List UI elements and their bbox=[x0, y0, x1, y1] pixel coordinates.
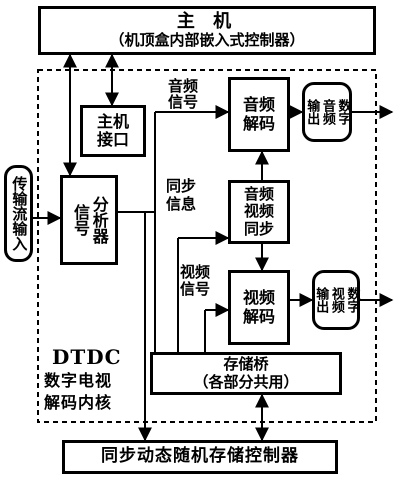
input-box: 传输流输入 bbox=[4, 165, 33, 262]
analyzer-col2: 信号 bbox=[71, 204, 90, 236]
dtdc-boundary bbox=[37, 69, 377, 423]
av-sync-box: 音频 视频 同步 bbox=[228, 180, 290, 244]
video-decode-line2: 解码 bbox=[242, 306, 275, 326]
av-sync-line3: 同步 bbox=[243, 219, 274, 238]
video-signal-line1: 视频 bbox=[180, 263, 211, 281]
digital-video-output-box: 数字 视频 输出 bbox=[312, 270, 360, 330]
audio-decode-line2: 解码 bbox=[242, 113, 275, 133]
digital-audio-output-box: 数字 音频 输出 bbox=[302, 82, 352, 142]
sync-info-line2: 信息 bbox=[166, 195, 197, 213]
storage-bridge-line2: （各部分共用） bbox=[193, 372, 299, 391]
digital-video-col1: 数字 bbox=[344, 287, 360, 313]
analyzer-col1: 分析器 bbox=[89, 196, 109, 244]
sync-info-line1: 同步 bbox=[166, 177, 197, 195]
digital-audio-col2: 音频 bbox=[319, 99, 335, 125]
audio-decode-box: 音频 解码 bbox=[228, 77, 290, 152]
digital-audio-col1: 数字 bbox=[335, 99, 351, 125]
av-sync-line1: 音频 bbox=[243, 185, 274, 204]
video-decode-line1: 视频 bbox=[242, 288, 275, 308]
storage-bridge-line1: 存储桥 bbox=[223, 355, 269, 374]
audio-decode-line1: 音频 bbox=[242, 95, 275, 115]
dtdc-line2: 解码内核 bbox=[44, 393, 113, 412]
input-label: 传输流输入 bbox=[10, 176, 29, 251]
host-box: 主 机 （机顶盒内部嵌入式控制器） bbox=[38, 6, 376, 55]
audio-signal-line1: 音频 bbox=[168, 77, 199, 95]
host-subtitle: （机顶盒内部嵌入式控制器） bbox=[109, 31, 305, 50]
analyzer-box: 分析器 信号 bbox=[60, 175, 118, 265]
host-interface-line2: 接口 bbox=[96, 130, 129, 149]
digital-video-col3: 输出 bbox=[313, 287, 329, 313]
sdram-controller-box: 同步动态随机存储控制器 bbox=[62, 440, 338, 474]
storage-bridge-box: 存储桥 （各部分共用） bbox=[150, 352, 342, 395]
video-decode-box: 视频 解码 bbox=[228, 270, 290, 345]
av-sync-line2: 视频 bbox=[243, 202, 274, 221]
video-signal-line2: 信号 bbox=[180, 280, 211, 298]
dtdc-line1: 数字电视 bbox=[44, 371, 113, 390]
sdram-controller-label: 同步动态随机存储控制器 bbox=[101, 446, 299, 467]
digital-video-col2: 视频 bbox=[328, 287, 344, 313]
host-interface-box: 主机 接口 bbox=[80, 105, 146, 157]
digital-audio-col3: 输出 bbox=[304, 99, 320, 125]
host-title: 主 机 bbox=[176, 10, 238, 32]
host-interface-line1: 主机 bbox=[96, 111, 129, 131]
dtdc-title: DTDC bbox=[52, 345, 122, 369]
audio-signal-line2: 信号 bbox=[168, 93, 199, 111]
